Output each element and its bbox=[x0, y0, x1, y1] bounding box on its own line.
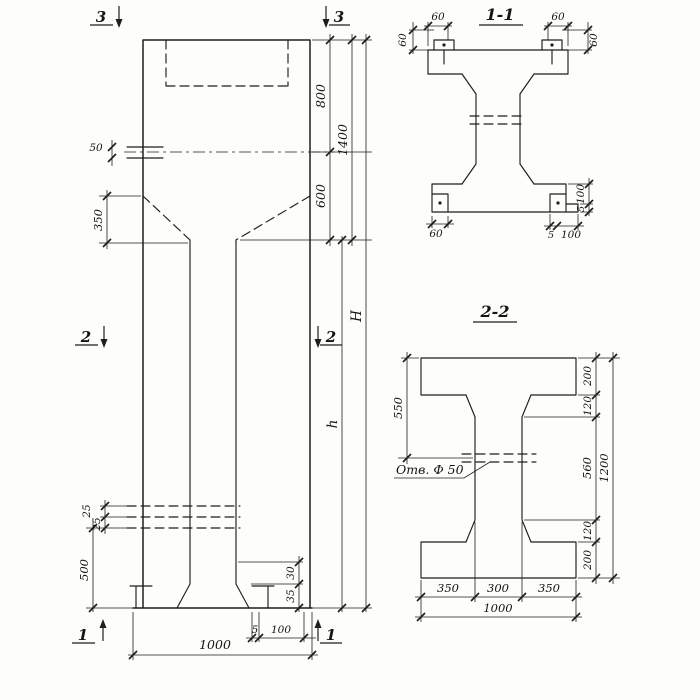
s1-dim-5-bottom: 5 bbox=[548, 230, 554, 241]
dim-h-label: h bbox=[325, 420, 341, 429]
dim-25b-label: 25 bbox=[91, 517, 103, 532]
marker-3-left-label: 3 bbox=[96, 8, 106, 26]
elevation-view: 50 350 25 25 500 800 600 1400 h H 30 35 … bbox=[72, 6, 372, 660]
s2-dim-200-top: 200 bbox=[582, 366, 594, 387]
anchor-dot bbox=[550, 43, 554, 47]
arrow-up-icon bbox=[99, 619, 107, 628]
section-1-1-ext bbox=[409, 22, 593, 230]
marker-1-left-label: 1 bbox=[78, 626, 88, 644]
s2-dim-550: 550 bbox=[391, 397, 405, 419]
column-outline bbox=[126, 39, 313, 609]
arrow-down-icon bbox=[115, 19, 123, 28]
s2-dim-200-bottom: 200 bbox=[582, 550, 594, 571]
hidden-lines bbox=[126, 39, 311, 529]
section-1-1-outline bbox=[427, 39, 579, 213]
marker-1-right-label: 1 bbox=[326, 626, 336, 644]
s1-dim-60-right: 60 bbox=[588, 33, 600, 47]
dimension-ticks bbox=[88, 35, 371, 660]
section-2-2-ticks bbox=[402, 353, 618, 622]
marker-2-left-label: 2 bbox=[80, 328, 91, 346]
section-marker-2-left: 2 bbox=[75, 326, 108, 348]
dim-600-label: 600 bbox=[313, 184, 328, 208]
dim-1000-label: 1000 bbox=[199, 637, 231, 652]
marker-2-right-label: 2 bbox=[325, 328, 336, 346]
hole-callout-label: Отв. Ф 50 bbox=[396, 462, 464, 477]
extension-lines bbox=[86, 39, 372, 660]
s1-dim-60-bottom-left: 60 bbox=[429, 228, 443, 240]
dim-35-label: 35 bbox=[285, 589, 297, 603]
anchor-dot bbox=[442, 43, 446, 47]
section-marker-1-left: 1 bbox=[72, 619, 107, 644]
dimension-lines bbox=[92, 34, 367, 656]
arrow-down-icon bbox=[322, 19, 330, 28]
section-2-2: 2-2 550 200 120 560 1 bbox=[391, 302, 620, 622]
dim-30-label: 30 bbox=[285, 566, 297, 580]
section-2-2-outline bbox=[420, 357, 577, 579]
s2-dim-120-bottom: 120 bbox=[582, 521, 594, 541]
section-marker-2-right: 2 bbox=[314, 326, 342, 348]
section-marker-3-right: 3 bbox=[322, 6, 350, 28]
dim-500-label: 500 bbox=[77, 559, 91, 581]
arrow-up-icon bbox=[314, 619, 322, 628]
dim-5-base-label: 5 bbox=[252, 624, 259, 636]
section-2-2-dims bbox=[406, 352, 614, 618]
s1-dim-5-right: 5 bbox=[576, 206, 587, 212]
section-1-1-title: 1-1 bbox=[486, 5, 515, 24]
s2-dim-350-left: 350 bbox=[437, 581, 459, 595]
hole-callout: Отв. Ф 50 bbox=[394, 461, 491, 479]
section-marker-3-left: 3 bbox=[90, 6, 123, 28]
dim-25a-label: 25 bbox=[81, 504, 93, 519]
section-2-2-title: 2-2 bbox=[480, 302, 510, 321]
s2-dim-300: 300 bbox=[487, 581, 509, 595]
section-marker-1-right: 1 bbox=[314, 619, 342, 644]
arrow-down-icon bbox=[314, 339, 322, 348]
section-2-2-hole-hidden bbox=[461, 453, 537, 463]
s2-dim-1000: 1000 bbox=[483, 601, 512, 615]
marker-3-right-label: 3 bbox=[334, 8, 344, 26]
dim-H-label: H bbox=[349, 310, 365, 323]
section-1-1: 1-1 bbox=[397, 5, 600, 241]
dim-100-base-label: 100 bbox=[271, 624, 291, 636]
section-1-1-hidden bbox=[469, 115, 527, 125]
dim-1400-label: 1400 bbox=[335, 124, 350, 156]
s2-dim-120-top: 120 bbox=[582, 396, 594, 416]
s1-dim-60-left: 60 bbox=[397, 33, 409, 47]
dim-800-label: 800 bbox=[313, 84, 328, 108]
s1-dim-60-top-left: 60 bbox=[431, 11, 445, 23]
section-2-2-ext bbox=[398, 357, 620, 622]
anchor-dot bbox=[556, 201, 560, 205]
dim-50-label: 50 bbox=[89, 142, 103, 154]
s2-dim-560: 560 bbox=[580, 457, 594, 479]
s1-dim-100-right: 100 bbox=[575, 184, 587, 204]
s2-dim-1200: 1200 bbox=[597, 453, 611, 482]
s1-dim-60-top-right: 60 bbox=[551, 11, 565, 23]
anchor-dot bbox=[438, 201, 442, 205]
section-1-1-ticks bbox=[408, 21, 594, 231]
s2-dim-350-right: 350 bbox=[538, 581, 560, 595]
dim-350-label: 350 bbox=[91, 209, 105, 231]
s1-dim-100-bottom: 100 bbox=[561, 229, 581, 241]
arrow-down-icon bbox=[100, 339, 108, 348]
